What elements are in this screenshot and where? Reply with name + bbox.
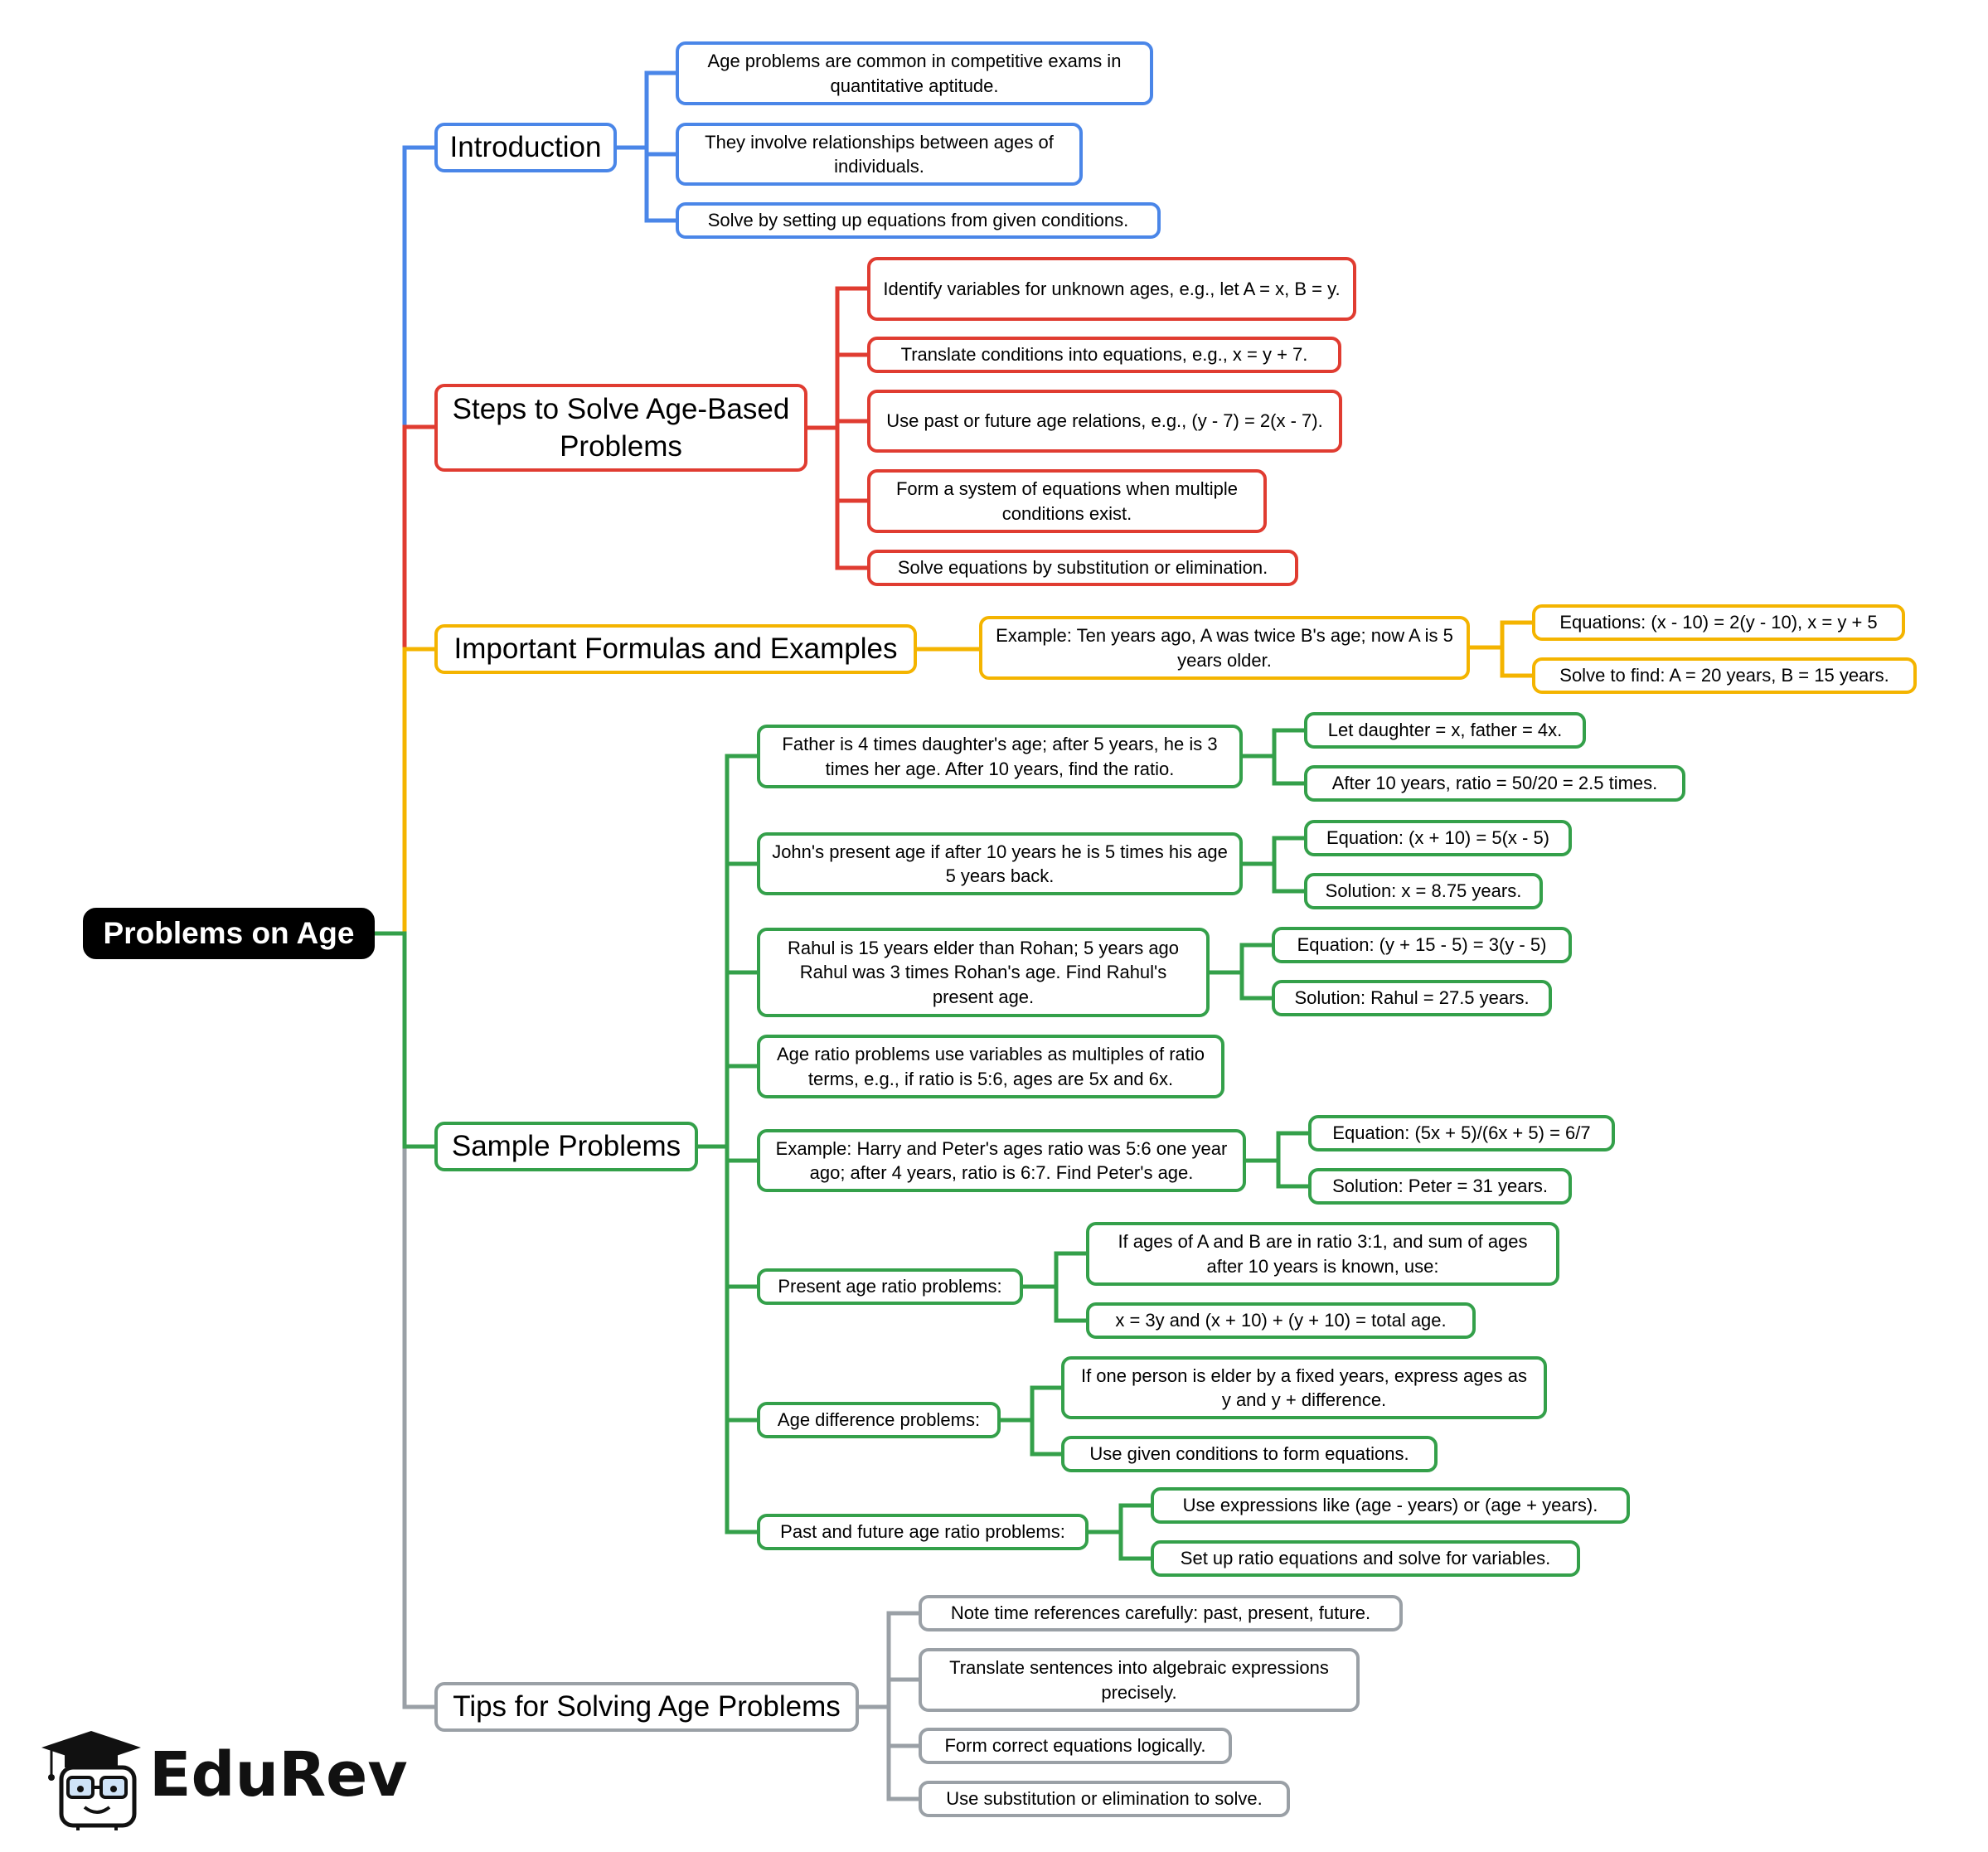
sample-problem: Present age ratio problems: xyxy=(757,1268,1023,1305)
sample-problem: Past and future age ratio problems: xyxy=(757,1514,1089,1550)
sample-detail: Solution: Peter = 31 years. xyxy=(1308,1168,1572,1205)
branch-samples: Sample Problems xyxy=(434,1122,698,1171)
sample-problem: Age ratio problems use variables as mult… xyxy=(757,1035,1224,1098)
sample-detail: After 10 years, ratio = 50/20 = 2.5 time… xyxy=(1304,765,1685,802)
steps-item: Solve equations by substitution or elimi… xyxy=(867,550,1298,586)
intro-item: Solve by setting up equations from given… xyxy=(676,202,1161,239)
sample-detail: Equation: (y + 15 - 5) = 3(y - 5) xyxy=(1272,927,1572,963)
edurev-logo-text: EduRev xyxy=(149,1739,408,1811)
sample-detail: Use given conditions to form equations. xyxy=(1061,1436,1438,1472)
tips-item: Use substitution or elimination to solve… xyxy=(919,1781,1290,1817)
graduation-cap-mascot-icon xyxy=(41,1731,141,1830)
formulas-detail: Equations: (x - 10) = 2(y - 10), x = y +… xyxy=(1532,604,1905,641)
sample-problem: Father is 4 times daughter's age; after … xyxy=(757,725,1243,788)
steps-item: Use past or future age relations, e.g., … xyxy=(867,390,1342,453)
sample-detail: If one person is elder by a fixed years,… xyxy=(1061,1356,1547,1419)
branch-introduction: Introduction xyxy=(434,123,617,172)
steps-item: Identify variables for unknown ages, e.g… xyxy=(867,257,1356,321)
sample-detail: Use expressions like (age - years) or (a… xyxy=(1151,1487,1630,1524)
root-node: Problems on Age xyxy=(83,908,375,959)
sample-detail: Equation: (x + 10) = 5(x - 5) xyxy=(1304,820,1572,856)
steps-item: Translate conditions into equations, e.g… xyxy=(867,337,1341,373)
formulas-detail: Solve to find: A = 20 years, B = 15 year… xyxy=(1532,657,1917,694)
sample-problem: Example: Harry and Peter's ages ratio wa… xyxy=(757,1129,1246,1192)
tips-item: Form correct equations logically. xyxy=(919,1728,1232,1764)
sample-detail: Let daughter = x, father = 4x. xyxy=(1304,712,1586,749)
intro-item: They involve relationships between ages … xyxy=(676,123,1083,186)
intro-item: Age problems are common in competitive e… xyxy=(676,41,1153,105)
branch-formulas: Important Formulas and Examples xyxy=(434,624,917,674)
branch-tips: Tips for Solving Age Problems xyxy=(434,1682,859,1732)
steps-item: Form a system of equations when multiple… xyxy=(867,469,1267,533)
branch-steps: Steps to Solve Age-Based Problems xyxy=(434,384,807,472)
sample-detail: Set up ratio equations and solve for var… xyxy=(1151,1540,1580,1577)
sample-detail: Solution: Rahul = 27.5 years. xyxy=(1272,980,1552,1016)
tips-item: Translate sentences into algebraic expre… xyxy=(919,1648,1360,1712)
sample-problem: Rahul is 15 years elder than Rohan; 5 ye… xyxy=(757,928,1210,1017)
tips-item: Note time references carefully: past, pr… xyxy=(919,1595,1403,1631)
formulas-example: Example: Ten years ago, A was twice B's … xyxy=(979,616,1470,680)
sample-detail: x = 3y and (x + 10) + (y + 10) = total a… xyxy=(1086,1302,1476,1339)
sample-detail: Solution: x = 8.75 years. xyxy=(1304,873,1543,909)
sample-detail: Equation: (5x + 5)/(6x + 5) = 6/7 xyxy=(1308,1115,1615,1151)
sample-problem: Age difference problems: xyxy=(757,1402,1001,1438)
sample-problem: John's present age if after 10 years he … xyxy=(757,832,1243,895)
sample-detail: If ages of A and B are in ratio 3:1, and… xyxy=(1086,1222,1559,1286)
